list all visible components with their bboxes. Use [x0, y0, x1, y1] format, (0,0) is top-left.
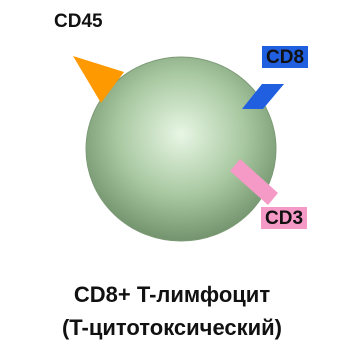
cd3-label: CD3 — [261, 207, 308, 229]
cd8-label: CD8 — [262, 46, 309, 68]
caption-subtitle: (T-цитотоксический) — [61, 315, 283, 340]
caption-title: CD8+ T-лимфоцит — [73, 282, 271, 307]
cd8-receptor-icon — [242, 84, 284, 109]
cell-body — [85, 56, 277, 242]
cd45-receptor-icon — [73, 56, 124, 103]
cd3-receptor-icon — [230, 159, 278, 205]
cd45-label: CD45 — [54, 11, 103, 32]
